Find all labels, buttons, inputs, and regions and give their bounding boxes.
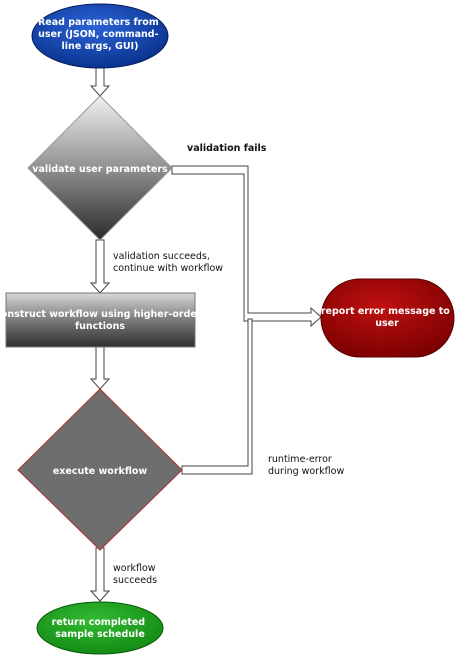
node-validate-label: validate user parameters: [32, 164, 168, 175]
node-report-error-line-2: user: [375, 318, 399, 329]
node-construct-line-2: functions: [75, 321, 125, 332]
svg-text:runtime-error during workf: runtime-error during workflow: [268, 454, 344, 477]
node-read-parameters: Read parameters from user (JSON, command…: [31, 3, 169, 69]
edge-label-runtime-error-line-1: runtime-error: [268, 454, 332, 465]
svg-text:report error message to: report error message to user: [321, 306, 453, 329]
edge-label-workflow-succeeds-line-1: workflow: [113, 563, 156, 574]
arrow-read-to-validate: [89, 65, 111, 97]
node-execute-label: execute workflow: [53, 466, 148, 477]
edge-label-validation-succeeds-line-2: continue with workflow: [113, 263, 223, 274]
svg-text:Read parameters from use: Read parameters from user (JSON, command…: [38, 17, 162, 52]
arrow-execute-to-return: [89, 547, 111, 602]
node-construct-line-1: construct workflow using higher-order: [0, 309, 202, 320]
node-read-parameters-line-2: user (JSON, command-: [38, 29, 158, 40]
edge-label-runtime-error-line-2: during workflow: [268, 466, 344, 477]
svg-text:construct workflow using highe: construct workflow using higher-order fu…: [0, 309, 205, 332]
node-report-error-line-1: report error message to: [321, 306, 450, 317]
arrow-validate-to-construct: [89, 239, 111, 294]
edge-label-workflow-succeeds-line-2: succeeds: [113, 575, 157, 586]
node-construct-workflow: construct workflow using higher-order fu…: [0, 292, 205, 348]
arrows: [89, 65, 322, 602]
node-execute-workflow: execute workflow: [17, 388, 183, 551]
node-report-error: report error message to user: [320, 278, 455, 358]
node-return-line-1: return completed: [52, 617, 146, 628]
node-validate-parameters: validate user parameters: [27, 95, 173, 241]
arrow-validate-to-error: [171, 165, 322, 328]
node-read-parameters-line-1: Read parameters from: [38, 17, 159, 28]
svg-text:validation succeeds, conti: validation succeeds, continue with workf…: [113, 251, 223, 274]
node-return-schedule: return completed sample schedule: [36, 601, 164, 655]
svg-text:return completed sample: return completed sample schedule: [52, 617, 149, 640]
edge-label-validation-succeeds-line-1: validation succeeds,: [113, 251, 210, 262]
edge-label-validation-fails: validation fails: [187, 143, 267, 154]
node-return-line-2: sample schedule: [55, 629, 145, 640]
svg-text:workflow succeeds: workflow succeeds: [113, 563, 159, 586]
arrow-execute-to-error: [181, 318, 253, 475]
arrow-construct-to-execute: [89, 346, 111, 390]
node-read-parameters-line-3: line args, GUI): [62, 41, 139, 52]
